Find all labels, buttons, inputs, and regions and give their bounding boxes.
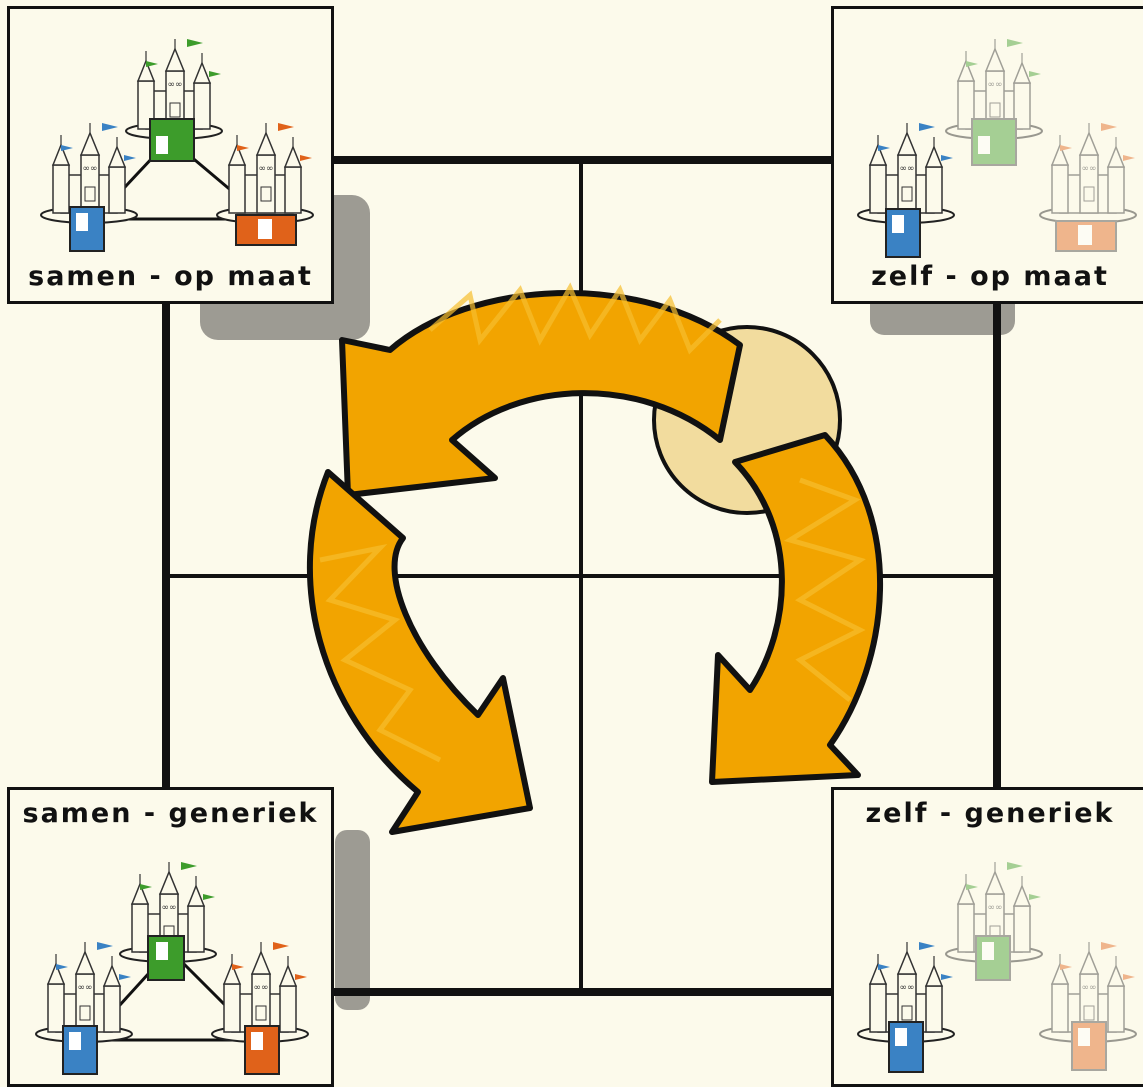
castle-network: ∞∞ ∞∞ ∞∞ <box>35 861 309 1075</box>
arrow-scribbles <box>319 282 866 763</box>
castle-sign: ∞∞ <box>83 164 98 174</box>
castle-network: ∞∞ ∞∞ ∞∞ <box>40 38 314 252</box>
castle-sign: ∞∞ <box>1082 164 1097 174</box>
arrow-right <box>709 432 883 785</box>
panel-zelf-op-maat: ∞∞ ∞∞ ∞∞ zelf - op maat <box>831 6 1143 304</box>
panel-samen-generiek: ∞∞ ∞∞ ∞∞ samen - generiek <box>7 787 334 1087</box>
castle-sign: ∞∞ <box>988 903 1003 913</box>
castle-sign: ∞∞ <box>1082 983 1097 993</box>
castle-sign: ∞∞ <box>168 80 183 90</box>
quadrant-grid <box>162 156 1001 996</box>
quadrant-label: zelf - generiek <box>865 798 1115 829</box>
castle-sign: ∞∞ <box>259 164 274 174</box>
panel-samen-op-maat: ∞∞ ∞∞ ∞∞ samen - op maat <box>7 6 334 304</box>
arrow-left <box>306 469 533 835</box>
castle-sign: ∞∞ <box>900 164 915 174</box>
panel-zelf-generiek: ∞∞ ∞∞ ∞∞ zelf - generiek <box>831 787 1143 1087</box>
quadrant-label: zelf - op maat <box>871 261 1109 292</box>
castle-network: ∞∞ ∞∞ ∞∞ <box>857 861 1137 1073</box>
castle-sign: ∞∞ <box>78 983 93 993</box>
quadrant-label: samen - generiek <box>22 798 319 829</box>
castle-sign: ∞∞ <box>988 80 1003 90</box>
castle-sign: ∞∞ <box>900 983 915 993</box>
quadrant-label: samen - op maat <box>28 261 313 292</box>
castle-network: ∞∞ ∞∞ ∞∞ <box>857 38 1137 258</box>
castle-sign: ∞∞ <box>254 983 269 993</box>
castle-sign: ∞∞ <box>162 903 177 913</box>
